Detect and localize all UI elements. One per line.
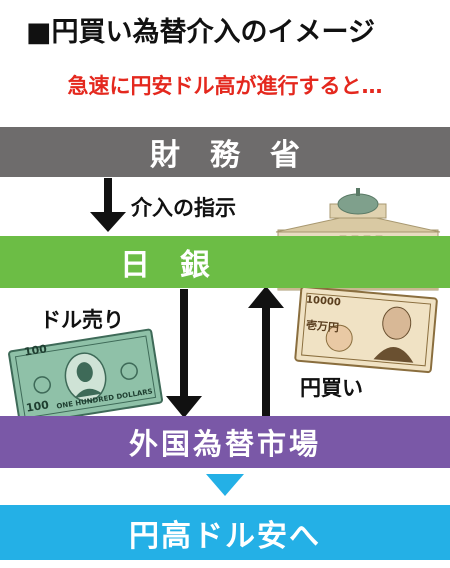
page-title: ■円買い為替介入のイメージ [26, 17, 375, 48]
arrow-result [206, 474, 244, 496]
node-fx-label: 外国為替市場 [128, 427, 321, 461]
arrow-dollar-sell [166, 289, 202, 418]
node-ministry-of-finance: 財務省 [0, 127, 450, 177]
node-bank-of-japan: 日銀 [0, 236, 450, 288]
subtitle: 急速に円安ドル高が進行すると… [67, 74, 383, 98]
node-boj-label: 日銀 [120, 248, 240, 283]
result-label: 円高ドル安へ [129, 518, 321, 554]
node-mof-label: 財務省 [150, 138, 330, 173]
yen-bill-text: 壱万円 [305, 318, 340, 335]
edge-label-instruction: 介入の指示 [131, 196, 236, 220]
dollar-bill-illustration [8, 328, 163, 426]
node-fx-market: 外国為替市場 [0, 416, 450, 468]
edge-label-yen-buy: 円買い [300, 376, 363, 400]
arrow-instruction [90, 178, 126, 232]
edge-label-dollar-sell: ドル売り [40, 308, 124, 332]
yen-bill-illustration [294, 285, 438, 374]
arrow-yen-buy [248, 286, 284, 416]
result-box: 円高ドル安へ [0, 505, 450, 560]
